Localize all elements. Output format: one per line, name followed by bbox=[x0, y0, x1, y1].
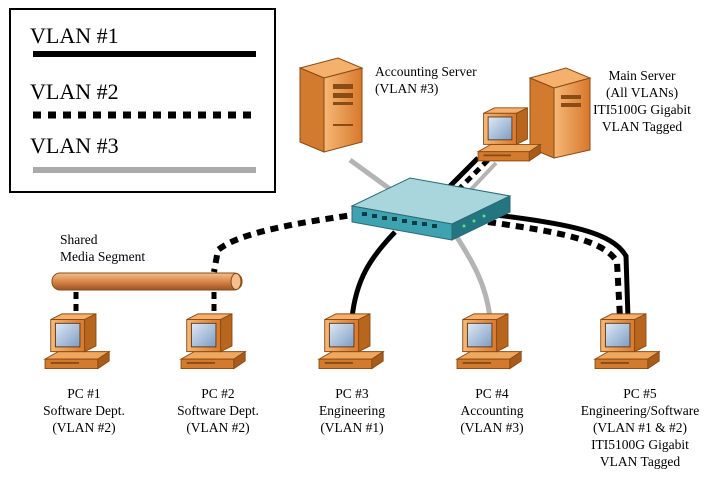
pc5-label: PC #5 Engineering/Software (VLAN #1 & #2… bbox=[581, 386, 699, 469]
legend: VLAN #1 VLAN #2 VLAN #3 bbox=[9, 8, 276, 193]
legend-label-vlan3: VLAN #3 bbox=[30, 133, 119, 158]
pc4-label-line3: (VLAN #3) bbox=[460, 420, 523, 435]
pc2-desktop-computer-icon bbox=[180, 313, 246, 370]
pc2-label: PC #2 Software Dept. (VLAN #2) bbox=[177, 386, 259, 435]
server-tower-icon bbox=[298, 57, 364, 153]
server-workstation-icon bbox=[477, 67, 592, 162]
shared-segment-label-line1: Shared bbox=[60, 232, 98, 247]
pc1-label-line2: Software Dept. bbox=[43, 403, 125, 418]
pc2-label-line1: PC #2 bbox=[201, 386, 234, 401]
pc5-desktop-computer-icon bbox=[594, 313, 660, 370]
pc5-label-line4: ITI5100G Gigabit bbox=[591, 437, 689, 452]
cable-shared-segment bbox=[211, 209, 376, 273]
shared-media-segment: Shared Media Segment bbox=[51, 232, 243, 291]
main-server-label-line4: VLAN Tagged bbox=[602, 119, 682, 134]
pc3-desktop-computer-icon bbox=[318, 313, 384, 370]
network-switch-icon bbox=[350, 177, 512, 241]
cable-pc5-vlan1 bbox=[487, 211, 631, 319]
main-server-label-line2: (All VLANs) bbox=[606, 85, 678, 100]
pc1-label: PC #1 Software Dept. (VLAN #2) bbox=[43, 386, 125, 435]
pc4-label: PC #4 Accounting (VLAN #3) bbox=[460, 386, 523, 435]
pc2-label-line3: (VLAN #2) bbox=[186, 420, 249, 435]
pc5-label-line5: VLAN Tagged bbox=[600, 454, 680, 469]
pc4-label-line2: Accounting bbox=[461, 403, 524, 418]
main-server-label-line3: ITI5100G Gigabit bbox=[593, 102, 691, 117]
legend-label-vlan1: VLAN #1 bbox=[30, 23, 119, 48]
shared-segment-label-line2: Media Segment bbox=[60, 249, 145, 264]
pc1-label-line1: PC #1 bbox=[67, 386, 100, 401]
pc5-label-line1: PC #5 bbox=[623, 386, 657, 401]
main-server-label-line1: Main Server bbox=[608, 68, 676, 83]
accounting-server-label-line2: (VLAN #3) bbox=[375, 81, 438, 96]
pc4-desktop-computer-icon bbox=[456, 313, 522, 370]
pc5-label-line2: Engineering/Software bbox=[581, 403, 699, 418]
pc5-label-line3: (VLAN #1 & #2) bbox=[593, 420, 687, 435]
pc4-label-line1: PC #4 bbox=[475, 386, 509, 401]
pc3-label-line2: Engineering bbox=[319, 403, 385, 418]
pc3-label-line3: (VLAN #1) bbox=[320, 420, 383, 435]
pc1-desktop-computer-icon bbox=[44, 313, 110, 370]
accounting-server-label-line1: Accounting Server bbox=[375, 64, 477, 79]
pc2-label-line2: Software Dept. bbox=[177, 403, 259, 418]
pc3-label-line1: PC #3 bbox=[335, 386, 369, 401]
cable-pc4 bbox=[452, 232, 493, 319]
shared-segment-cap bbox=[230, 273, 242, 290]
legend-label-vlan2: VLAN #2 bbox=[30, 79, 119, 104]
cable-pc3 bbox=[349, 230, 397, 319]
pc3-label: PC #3 Engineering (VLAN #1) bbox=[319, 386, 385, 435]
shared-segment-bar bbox=[51, 272, 243, 291]
pc1-label-line3: (VLAN #2) bbox=[52, 420, 115, 435]
legend-border bbox=[9, 8, 276, 193]
